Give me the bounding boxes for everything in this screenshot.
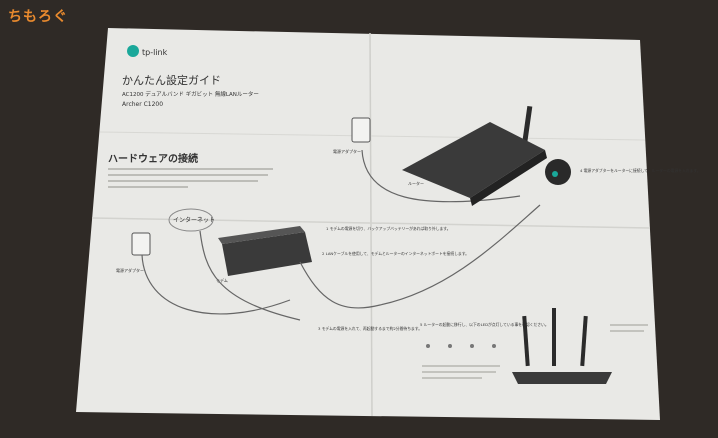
router-front-device	[512, 372, 612, 384]
fold-line-vertical	[369, 32, 373, 417]
led-icon	[426, 344, 430, 348]
note-text-block	[422, 365, 500, 367]
power-adapter-top-label: 電源アダプター	[333, 148, 361, 154]
modem-top	[218, 226, 305, 244]
guide-title: かんたん設定ガイド	[122, 73, 221, 87]
power-adapter-top-icon	[351, 117, 371, 143]
router-device	[402, 122, 545, 198]
intro-text-block	[108, 186, 188, 188]
fold-line-horizontal	[91, 217, 651, 229]
power-port-dot	[552, 171, 558, 177]
intro-text-block	[108, 180, 258, 182]
power-port-callout-icon	[545, 159, 571, 185]
note-text-block	[422, 377, 482, 379]
cable-internet	[199, 230, 301, 321]
brand-logo-icon	[127, 45, 139, 57]
router-front-antenna-3	[580, 315, 588, 367]
router-note-block	[610, 324, 648, 326]
led-icon	[492, 344, 496, 348]
router-front-antenna-1	[522, 315, 530, 367]
modem-label: モデム	[216, 277, 228, 283]
step2-text: 2 LANケーブルを使用して、モデムとルーターのインターネットポートを接続します…	[322, 251, 469, 256]
cable-router-power	[361, 149, 521, 203]
power-adapter-left-icon	[131, 232, 151, 256]
modem-device	[222, 232, 312, 276]
fold-line-horizontal-2	[99, 131, 646, 141]
brand-name: tp-link	[142, 48, 168, 57]
internet-cloud-icon	[168, 208, 214, 232]
step1-text: 1 モデムの電源を切り、バックアップバッテリーがあれば取り外します。	[326, 226, 451, 231]
router-note-block	[610, 330, 644, 332]
power-adapter-left-label: 電源アダプター	[116, 267, 144, 273]
router-front	[470, 150, 547, 206]
step4-text: 4 電源アダプターをルーターに接続して、ルーターの電源を入れます。	[580, 168, 701, 173]
step5-text: 5 ルーターの起動に移行し、以下のLEDが点灯している事を確認ください。	[420, 322, 549, 327]
guide-subtitle: AC1200 デュアルバンド ギガビット 無線LANルーター	[122, 90, 259, 98]
step3-text: 3 モデムの電源を入れて、再起動するまで約2分間待ちます。	[318, 326, 422, 331]
guide-model: Archer C1200	[122, 101, 163, 108]
router-front-antenna-2	[552, 308, 556, 366]
note-text-block	[422, 371, 496, 373]
led-icon	[470, 344, 474, 348]
internet-label: インターネット	[173, 216, 215, 224]
paper-sheet	[76, 28, 660, 420]
intro-text-block	[108, 174, 268, 176]
watermark: ちもろぐ	[8, 9, 68, 25]
router-label: ルーター	[408, 180, 424, 186]
led-icon	[448, 344, 452, 348]
led-indicator-row	[426, 344, 496, 348]
section-heading: ハードウェアの接続	[108, 152, 198, 165]
cable-modem-router	[299, 204, 541, 309]
intro-text-block	[108, 168, 273, 170]
